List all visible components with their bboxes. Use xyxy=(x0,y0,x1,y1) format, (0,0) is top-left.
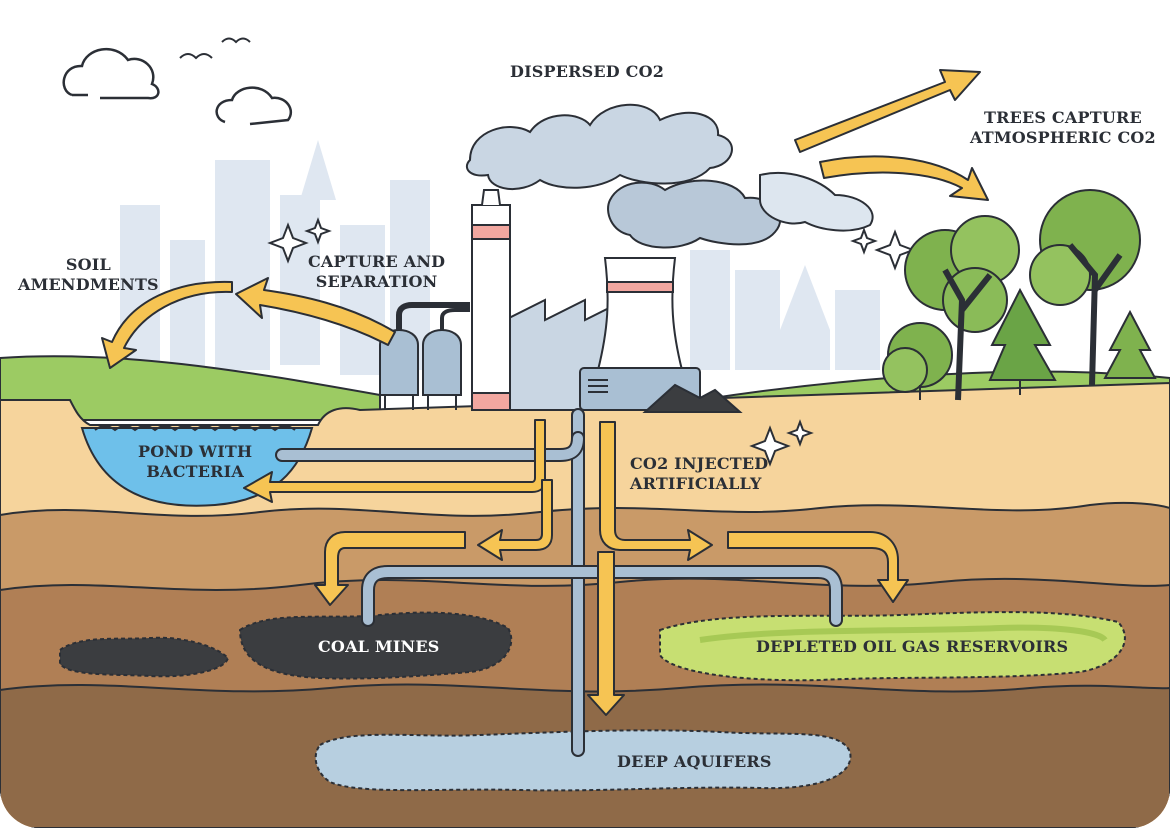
dispersed-co2-label: DISPERSED CO2 xyxy=(510,62,665,81)
trees-capture-line-2: ATMOSPHERIC CO2 xyxy=(970,128,1156,147)
tree-icon xyxy=(882,322,953,400)
soil-amendments-label: SOIL AMENDMENTS xyxy=(18,255,159,295)
capture-separation-line-2: SEPARATION xyxy=(315,272,438,291)
coal-mine-pocket xyxy=(238,611,513,680)
co2-injected-label: CO2 INJECTED ARTIFICIALLY xyxy=(630,454,768,494)
tree-icon xyxy=(1029,189,1141,386)
sparkle-icon xyxy=(850,227,916,271)
pond-wave-icon xyxy=(94,425,296,432)
cloud-icon xyxy=(62,47,160,100)
cloud-icon xyxy=(215,86,293,126)
coal-mines-label: COAL MINES xyxy=(318,637,440,656)
sparkle-icon xyxy=(749,419,814,467)
city-skyline xyxy=(120,140,880,375)
capture-separation-label: CAPTURE AND SEPARATION xyxy=(308,252,445,292)
trees-capture-label: TREES CAPTURE ATMOSPHERIC CO2 xyxy=(970,108,1156,148)
capture-separation-line-1: CAPTURE AND xyxy=(308,252,446,271)
co2-injected-line-2: ARTIFICIALLY xyxy=(630,474,762,493)
deep-aquifer xyxy=(314,729,852,792)
soil-amendments-line-2: AMENDMENTS xyxy=(18,275,159,294)
dispersed-smoke xyxy=(465,103,874,249)
bird-icon xyxy=(179,37,251,60)
depleted-reservoirs-label: DEPLETED OIL GAS RESERVOIRS xyxy=(756,637,1069,656)
tree-icon xyxy=(904,215,1020,401)
reservoir-highlight xyxy=(699,624,1108,643)
deep-aquifers-label: DEEP AQUIFERS xyxy=(617,752,772,771)
tree-icon xyxy=(1103,309,1157,379)
pond-bacteria-label: POND WITH BACTERIA xyxy=(138,442,252,482)
soil-amendments-line-1: SOIL xyxy=(65,255,111,274)
coal-pocket-small xyxy=(59,636,230,678)
trees-capture-line-1: TREES CAPTURE xyxy=(984,108,1142,127)
pond-bacteria-line-2: BACTERIA xyxy=(146,462,244,481)
sparkle-icon xyxy=(267,217,332,264)
co2-injected-line-1: CO2 INJECTED xyxy=(630,454,769,473)
tree-icon xyxy=(988,287,1057,395)
cooling-tower-icon xyxy=(596,257,684,371)
storage-tank-icon xyxy=(379,302,470,410)
arrow-icon xyxy=(101,69,989,716)
coal-pile xyxy=(642,383,743,413)
pond-bacteria-line-1: POND WITH xyxy=(138,442,253,461)
